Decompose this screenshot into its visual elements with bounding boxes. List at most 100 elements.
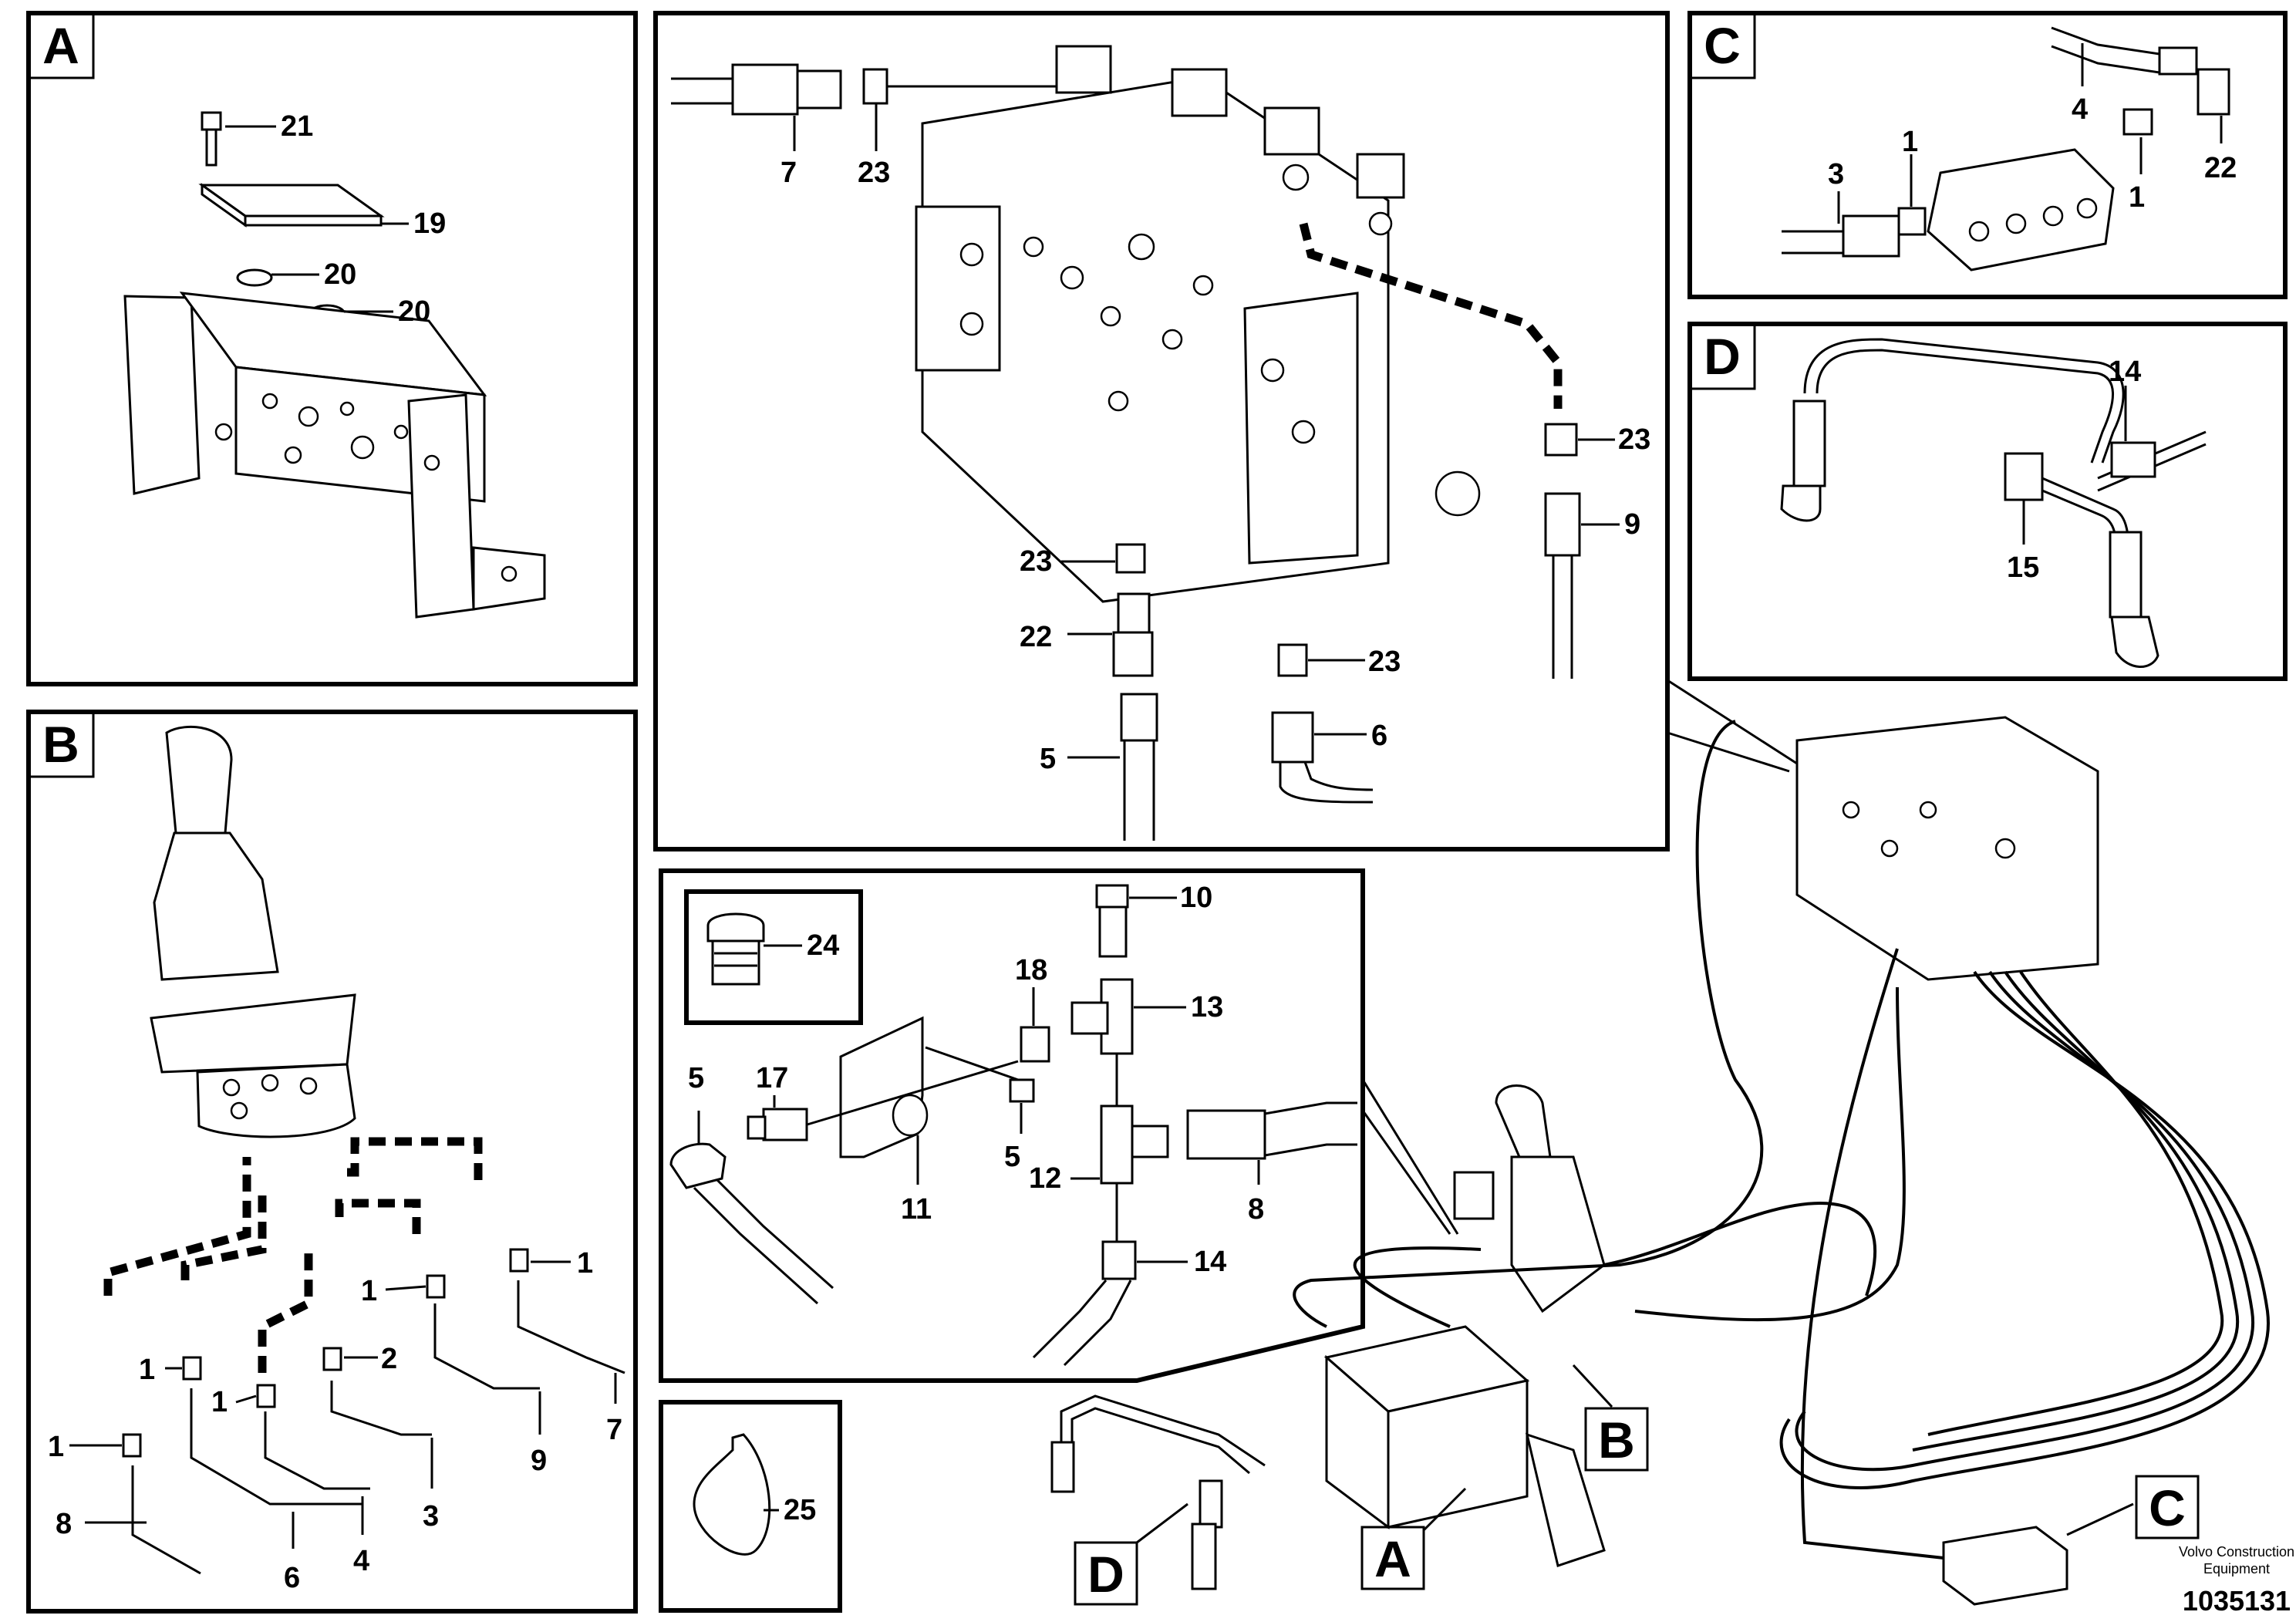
elbow-d-left bbox=[1780, 484, 1822, 522]
callout-b-1d: 1 bbox=[211, 1386, 228, 1418]
machine-overview: B C A D bbox=[1050, 679, 2270, 1606]
fitting-1-right bbox=[2122, 108, 2153, 136]
hose-end-5 bbox=[1120, 693, 1158, 742]
document-number: 1035131 bbox=[2183, 1585, 2291, 1617]
fitting-b1d bbox=[256, 1384, 276, 1408]
callout-valve-7: 7 bbox=[781, 157, 797, 189]
elbow-5 bbox=[669, 1142, 727, 1189]
callout-valve-6: 6 bbox=[1371, 720, 1387, 752]
callout-b-7: 7 bbox=[606, 1414, 622, 1446]
section-a-letter: A bbox=[42, 17, 79, 74]
callout-tee-10: 10 bbox=[1180, 882, 1212, 914]
plug-24 bbox=[706, 912, 765, 986]
callout-a-20a: 20 bbox=[324, 258, 356, 291]
overview-letter-a: A bbox=[1374, 1530, 1411, 1587]
elbow-d-right bbox=[2110, 615, 2159, 668]
tee-d-15 bbox=[2004, 452, 2044, 501]
tee-12 bbox=[1100, 1104, 1169, 1185]
nut-18 bbox=[1020, 1026, 1050, 1063]
control-valve-body bbox=[915, 45, 1481, 603]
callout-b-2: 2 bbox=[381, 1343, 397, 1375]
bolt-21 bbox=[201, 111, 222, 167]
tee-13 bbox=[1070, 978, 1134, 1055]
callout-valve-5: 5 bbox=[1040, 743, 1056, 775]
fitting-17 bbox=[762, 1108, 808, 1141]
panel-b: B 1 1 2 bbox=[26, 710, 638, 1614]
callout-valve-22: 22 bbox=[1020, 621, 1052, 653]
fitting-14-tee bbox=[1101, 1240, 1137, 1280]
overview-letter-d: D bbox=[1087, 1546, 1124, 1603]
section-d-letter: D bbox=[1704, 328, 1741, 385]
fitting-1-left bbox=[1897, 207, 1927, 236]
fitting-b2 bbox=[322, 1347, 342, 1371]
section-b-letter: B bbox=[42, 716, 79, 773]
overview-control-valve bbox=[1795, 716, 2099, 981]
callout-c-1-right: 1 bbox=[2129, 181, 2145, 214]
callout-b-9: 9 bbox=[531, 1445, 547, 1477]
adapter-23-top bbox=[862, 68, 888, 105]
hose-end-6 bbox=[1271, 711, 1314, 764]
brand-line-2: Equipment bbox=[2203, 1561, 2270, 1576]
plug-24-box bbox=[684, 889, 863, 1025]
joystick-pilot-valve bbox=[150, 725, 356, 1138]
callout-b-6: 6 bbox=[284, 1562, 300, 1594]
callout-tee-11: 5 bbox=[1004, 1141, 1020, 1173]
overview-tag-b bbox=[1584, 1407, 1649, 1472]
hose-fitting-7 bbox=[731, 63, 799, 116]
o-ring-20a bbox=[236, 268, 273, 287]
callout-a-21: 21 bbox=[281, 110, 313, 143]
callout-d-14: 14 bbox=[2109, 356, 2141, 388]
callout-tie-25: 25 bbox=[784, 1494, 816, 1526]
callout-tee-8: 8 bbox=[1248, 1193, 1264, 1226]
adapter-22 bbox=[1112, 631, 1154, 677]
callout-valve-23-right: 23 bbox=[1618, 423, 1650, 456]
panel-control-valve: 7 23 23 9 23 22 5 23 6 bbox=[653, 11, 1670, 851]
callout-valve-9: 9 bbox=[1624, 508, 1640, 541]
callout-tee-24: 24 bbox=[807, 929, 839, 962]
section-a-tag bbox=[27, 12, 95, 79]
panel-cable-tie: 25 bbox=[659, 1400, 842, 1613]
overview-tag-d bbox=[1074, 1541, 1138, 1606]
fitting-23-lower-left bbox=[1115, 543, 1146, 574]
callout-b-1e: 1 bbox=[48, 1431, 64, 1463]
callout-b-1c: 1 bbox=[139, 1354, 155, 1386]
section-c-letter: C bbox=[1704, 17, 1741, 74]
section-b-tag bbox=[27, 710, 95, 778]
fitting-23-right bbox=[1544, 423, 1578, 457]
callout-tee-14: 14 bbox=[1194, 1246, 1226, 1278]
callout-b-1b: 1 bbox=[361, 1275, 377, 1307]
callout-a-19: 19 bbox=[413, 207, 446, 240]
fitting-10 bbox=[1098, 905, 1128, 958]
brand-line-1: Volvo Construction bbox=[2179, 1544, 2294, 1560]
overview-tag-c bbox=[2135, 1475, 2200, 1539]
panel-d: D 14 15 bbox=[1687, 322, 2288, 681]
hose-end-9 bbox=[1544, 492, 1581, 557]
callout-tee-13: 13 bbox=[1191, 991, 1223, 1023]
callout-tee-17: 17 bbox=[756, 1062, 788, 1094]
callout-valve-23-top: 23 bbox=[858, 157, 890, 189]
panel-tee-assembly: 24 10 18 13 11 5 17 5 bbox=[659, 868, 1365, 1383]
overview-tag-a bbox=[1360, 1526, 1425, 1590]
fitting-b1b bbox=[426, 1274, 446, 1299]
callout-c-1-left: 1 bbox=[1902, 126, 1918, 158]
callout-valve-23-mid: 23 bbox=[1368, 646, 1401, 678]
panel-c: C 4 22 1 3 1 bbox=[1687, 11, 2288, 299]
callout-tee-12: 12 bbox=[1029, 1162, 1061, 1195]
callout-a-20b: 20 bbox=[398, 295, 430, 328]
callout-b-8: 8 bbox=[56, 1508, 72, 1540]
callout-tee-16: 11 bbox=[901, 1193, 932, 1226]
callout-b-3: 3 bbox=[423, 1500, 439, 1533]
panel-a: A 21 19 20 bbox=[26, 11, 638, 686]
fitting-b1c bbox=[182, 1356, 202, 1381]
elbow-22 bbox=[2197, 68, 2230, 116]
callout-d-15: 15 bbox=[2007, 551, 2039, 584]
fitting-d-14 bbox=[2110, 441, 2156, 478]
callout-valve-23-left: 23 bbox=[1020, 545, 1052, 578]
overview-joystick bbox=[1495, 1084, 1552, 1158]
hose-end-3 bbox=[1842, 214, 1900, 258]
hose-end-8 bbox=[1186, 1109, 1266, 1160]
callout-c-3: 3 bbox=[1828, 158, 1844, 191]
fitting-23-lower-mid bbox=[1277, 643, 1308, 677]
cable-tie-25 bbox=[693, 1433, 771, 1556]
fitting-b1a bbox=[509, 1248, 529, 1273]
